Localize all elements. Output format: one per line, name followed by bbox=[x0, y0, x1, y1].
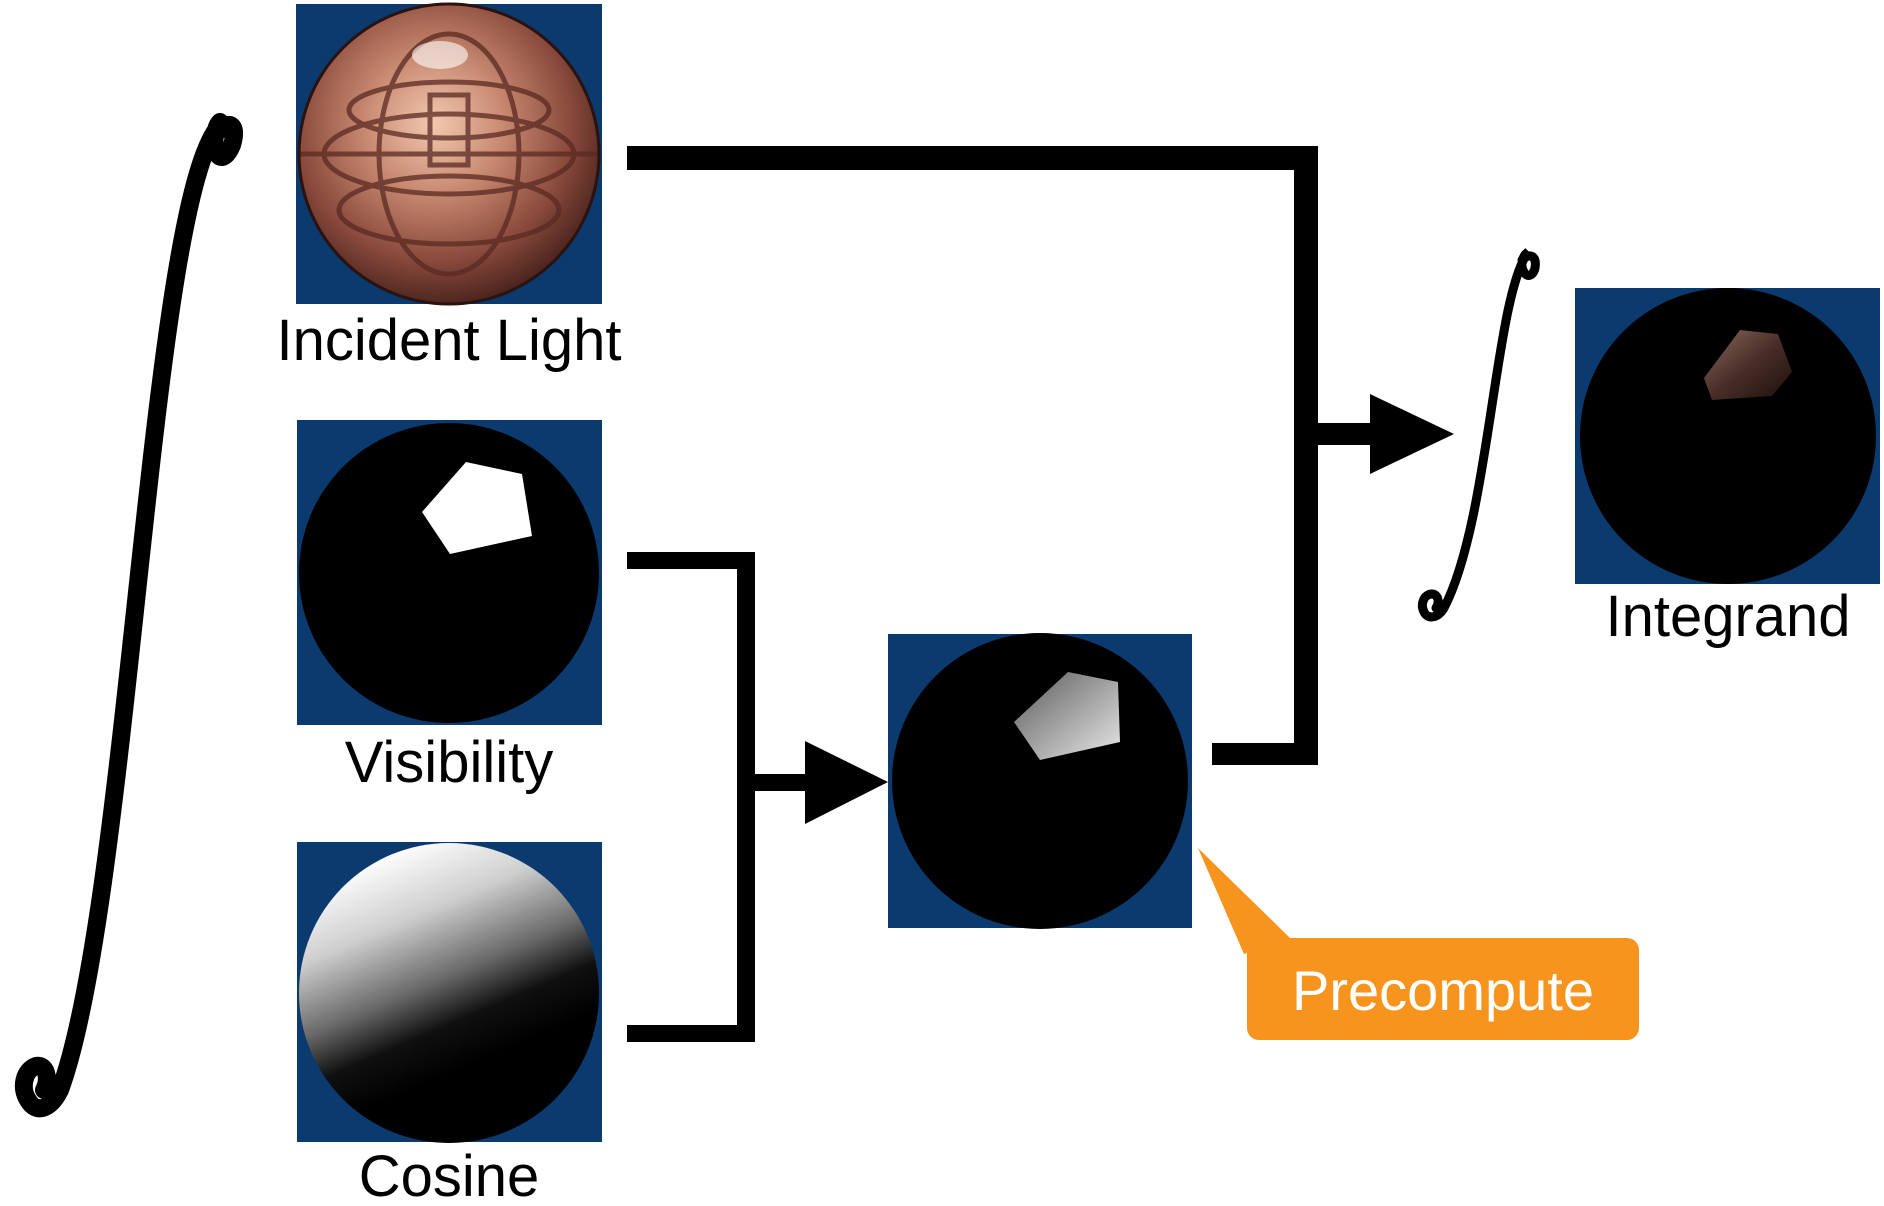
cosine-label: Cosine bbox=[359, 1144, 540, 1206]
precompute-label: Precompute bbox=[1292, 959, 1594, 1022]
integral-sign-small bbox=[1417, 248, 1540, 622]
incident-light-label: Incident Light bbox=[276, 308, 621, 373]
incident-light-panel bbox=[296, 2, 602, 306]
integral-sign-large bbox=[14, 113, 244, 1118]
visibility-label: Visibility bbox=[345, 730, 553, 795]
bracket-visibility-cosine bbox=[627, 552, 888, 1042]
integrand-panel bbox=[1575, 288, 1880, 584]
precompute-callout: Precompute bbox=[1198, 848, 1639, 1040]
visibility-panel bbox=[297, 420, 602, 725]
product-panel bbox=[888, 633, 1192, 929]
bracket-light-product bbox=[627, 146, 1454, 765]
integrand-label: Integrand bbox=[1605, 584, 1850, 649]
cosine-panel bbox=[297, 842, 602, 1143]
